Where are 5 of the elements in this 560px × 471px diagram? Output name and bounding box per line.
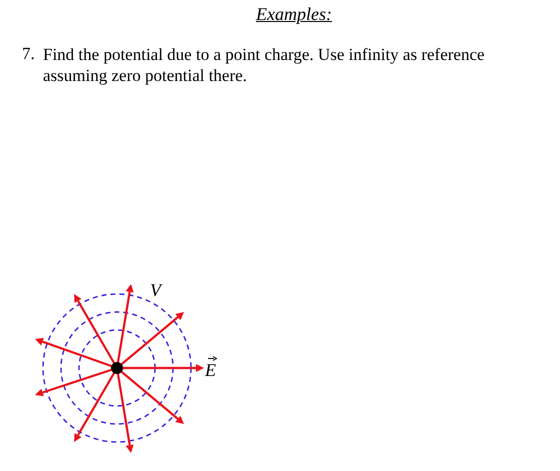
- question-text: Find the potential due to a point charge. Use infinity as reference assuming zero potential there.: [43, 44, 486, 86]
- question-number: 7.: [22, 44, 35, 64]
- heading: Examples:: [256, 4, 332, 25]
- potential-label: V: [150, 281, 161, 299]
- field-vector-label: E: [205, 356, 216, 379]
